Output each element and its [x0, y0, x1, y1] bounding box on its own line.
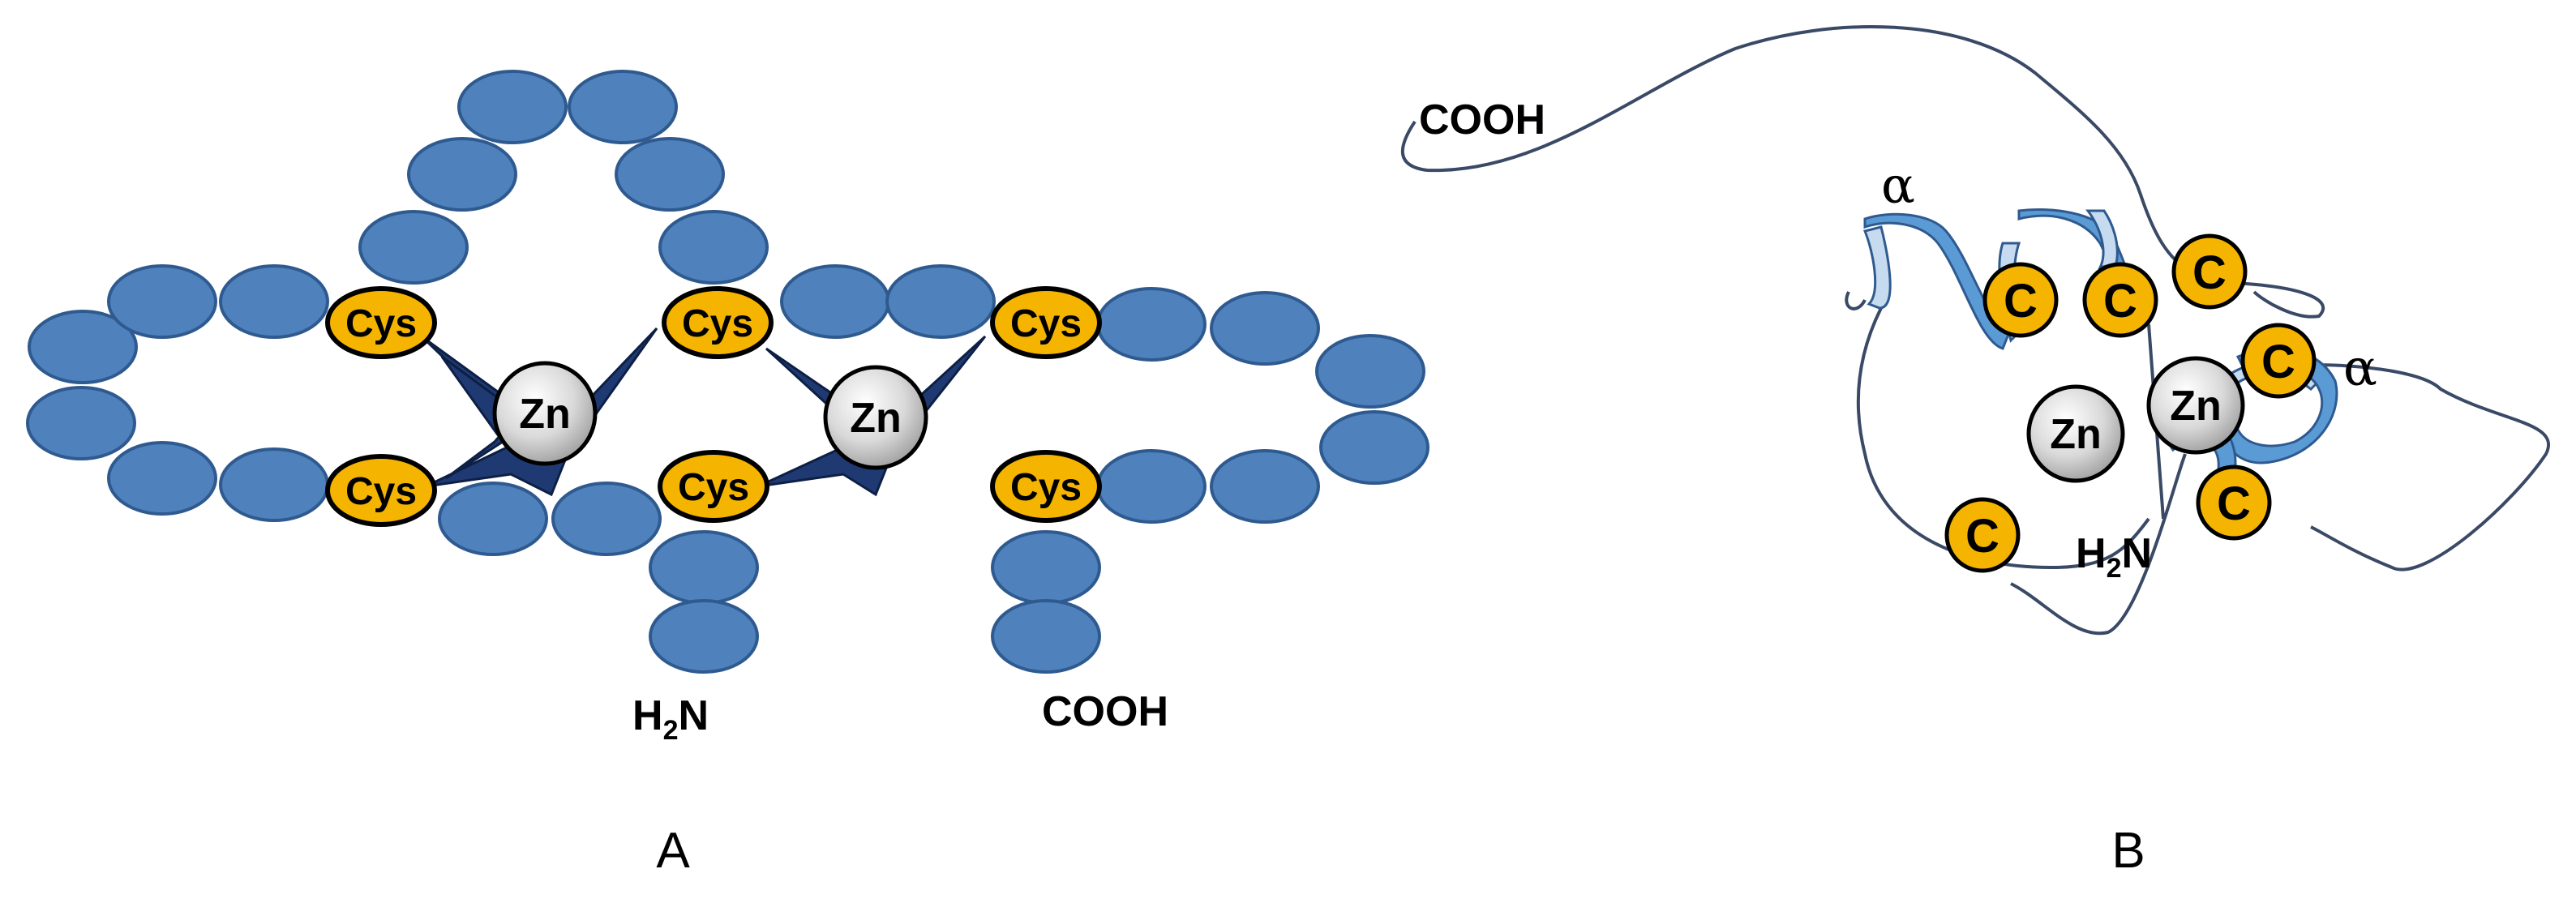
bead	[28, 310, 138, 384]
cysteine-label: C	[1965, 510, 2000, 563]
bead	[615, 137, 725, 212]
bead	[1096, 449, 1207, 524]
cysteine: C	[2171, 233, 2248, 310]
cysteine: C	[2196, 464, 2272, 541]
cysteine: C	[2082, 262, 2158, 338]
bead	[551, 482, 662, 556]
zn-atom: Zn	[2146, 356, 2245, 455]
cys-label: Cys	[1010, 466, 1082, 509]
n-terminus-label: H2N	[632, 692, 709, 746]
zn-label: Zn	[850, 395, 902, 442]
cys-label: Cys	[682, 302, 753, 345]
cysteine-label: C	[2217, 477, 2251, 530]
bead	[1319, 410, 1429, 485]
bead	[1210, 449, 1320, 524]
cysteine: C	[2240, 323, 2317, 399]
bead	[658, 210, 769, 285]
bead	[780, 264, 890, 339]
cys-label: Cys	[345, 470, 417, 513]
cys-label: Cys	[345, 302, 417, 345]
cys-residue: Cys	[658, 450, 769, 523]
bead	[1096, 287, 1207, 362]
cys-residue: Cys	[990, 286, 1102, 359]
panel-a: Cys Cys Cys Cys Cys Cys Zn Zn	[26, 70, 1429, 879]
cysteine: C	[1944, 497, 2021, 573]
bead	[568, 70, 678, 144]
zn-atom: Zn	[823, 365, 928, 470]
helix-label: α	[1881, 156, 1915, 215]
n-terminus-label: H2N	[2076, 530, 2152, 584]
cys-residue: Cys	[990, 450, 1102, 523]
bead	[219, 447, 329, 522]
bead	[649, 530, 759, 605]
zn-label: Zn	[2050, 411, 2102, 458]
bead	[991, 530, 1101, 605]
zn-label: Zn	[519, 391, 571, 438]
cysteine-label: C	[2192, 246, 2227, 299]
c-terminus-label: COOH	[1419, 96, 1545, 143]
zn-label: Zn	[2170, 383, 2222, 430]
cysteine-label: C	[2261, 336, 2295, 388]
panel-a-label: A	[656, 823, 690, 879]
backbone-trace	[1400, 24, 2325, 319]
cysteine: C	[1982, 262, 2059, 338]
bead	[107, 441, 217, 516]
cys-label: Cys	[1010, 302, 1082, 345]
cys-residue: Cys	[325, 454, 437, 527]
cysteine-label: C	[2103, 275, 2137, 327]
bead	[219, 264, 329, 339]
bead	[885, 264, 996, 339]
bead	[649, 599, 759, 674]
panel-b-label: B	[2111, 823, 2145, 879]
bead	[358, 210, 469, 285]
panel-b: C C C C C C Zn Zn	[1400, 24, 2550, 879]
zn-atom: Zn	[2026, 384, 2125, 483]
backbone-beads	[26, 70, 1429, 674]
bead	[991, 599, 1101, 674]
bead	[438, 482, 548, 556]
helix-label: α	[2343, 338, 2377, 397]
bead	[107, 264, 217, 339]
cysteine-label: C	[2004, 275, 2038, 327]
bead	[26, 386, 136, 460]
bead	[1315, 334, 1425, 409]
zn-atom: Zn	[492, 361, 598, 466]
cys-residue: Cys	[662, 286, 774, 359]
cys-label: Cys	[678, 466, 749, 509]
bead	[407, 137, 517, 212]
bead	[457, 70, 568, 144]
cys-residue: Cys	[325, 286, 437, 359]
bead	[1210, 291, 1320, 366]
c-terminus-label: COOH	[1042, 688, 1168, 735]
